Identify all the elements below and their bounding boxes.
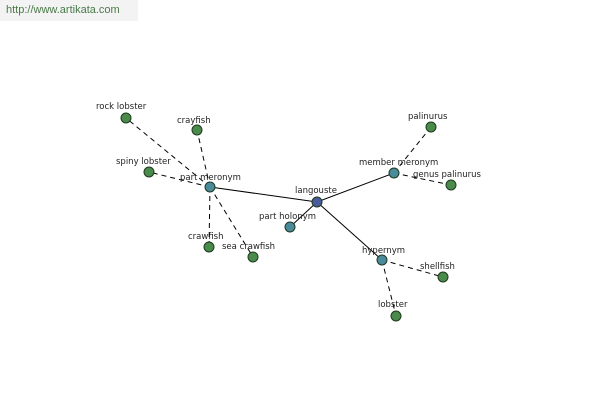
label-rock-lobster: rock lobster: [96, 102, 147, 112]
edge-hypernym-shellfish: [381, 259, 444, 278]
label-shellfish: shellfish: [420, 262, 455, 272]
edge-langouste-part-meronym: [209, 186, 318, 203]
label-lobster: lobster: [378, 300, 408, 310]
label-genus-palinurus: genus palinurus: [413, 170, 482, 180]
edge-part-meronym-crayfish: [196, 129, 211, 188]
edge-langouste-member-meronym: [316, 172, 395, 203]
node-langouste[interactable]: [311, 196, 323, 208]
edge-hypernym-lobster: [381, 259, 397, 317]
node-palinurus[interactable]: [425, 121, 437, 133]
label-crawfish: crawfish: [188, 232, 224, 242]
edge-member-meronym-genus-palinurus: [393, 172, 452, 186]
label-part-meronym: part meronym: [180, 173, 241, 183]
node-sea-crawfish[interactable]: [247, 251, 259, 263]
edge-langouste-part-holonym: [289, 201, 318, 228]
node-rock-lobster[interactable]: [120, 112, 132, 124]
edge-langouste-hypernym: [316, 201, 383, 261]
edge-part-meronym-rock-lobster: [125, 117, 211, 188]
label-hypernym: hypernym: [362, 246, 405, 256]
node-member-meronym[interactable]: [388, 167, 400, 179]
node-lobster[interactable]: [390, 310, 402, 322]
node-part-meronym[interactable]: [204, 181, 216, 193]
label-part-holonym: part holonym: [259, 212, 316, 222]
edge-member-meronym-palinurus: [393, 126, 432, 174]
node-part-holonym[interactable]: [284, 221, 296, 233]
label-member-meronym: member meronym: [359, 158, 438, 168]
label-langouste: langouste: [295, 186, 337, 196]
node-spiny-lobster[interactable]: [143, 166, 155, 178]
edge-part-meronym-crawfish: [208, 186, 211, 248]
node-genus-palinurus[interactable]: [445, 179, 457, 191]
edge-part-meronym-sea-crawfish: [209, 186, 254, 258]
node-shellfish[interactable]: [437, 271, 449, 283]
label-palinurus: palinurus: [408, 112, 448, 122]
label-sea-crawfish: sea crawfish: [222, 242, 275, 252]
edge-part-meronym-spiny-lobster: [148, 171, 211, 188]
label-spiny-lobster: spiny lobster: [116, 157, 171, 167]
node-crayfish[interactable]: [191, 124, 203, 136]
node-hypernym[interactable]: [376, 254, 388, 266]
watermark-url[interactable]: http://www.artikata.com: [0, 0, 138, 21]
label-crayfish: crayfish: [177, 116, 211, 126]
node-crawfish[interactable]: [203, 241, 215, 253]
